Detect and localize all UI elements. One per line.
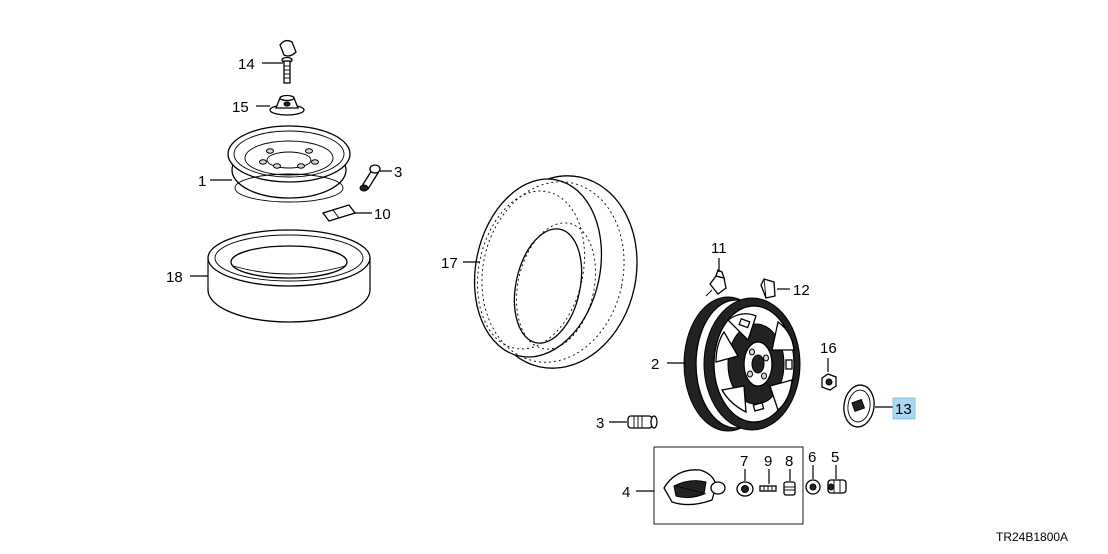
callout-13[interactable]: 13 <box>895 401 912 418</box>
callout-10[interactable]: 10 <box>374 206 391 223</box>
part-5-nut[interactable] <box>827 479 847 494</box>
part-12-weight[interactable] <box>760 278 776 299</box>
part-17-tire[interactable] <box>459 161 655 382</box>
callout-7[interactable]: 7 <box>740 453 748 470</box>
part-15-nut[interactable] <box>269 94 305 116</box>
callout-3-upper[interactable]: 3 <box>394 164 402 181</box>
part-16-lug-nut[interactable] <box>821 373 837 391</box>
callout-3-lower[interactable]: 3 <box>596 415 604 432</box>
callout-1[interactable]: 1 <box>198 173 206 190</box>
part-9-core[interactable] <box>759 485 777 492</box>
part-3-valve-lower[interactable] <box>627 415 658 429</box>
callout-4[interactable]: 4 <box>622 484 630 501</box>
callout-13-highlight <box>892 397 916 420</box>
callout-11[interactable]: 11 <box>711 240 727 257</box>
callout-2[interactable]: 2 <box>651 356 659 373</box>
part-13-center-cap[interactable] <box>841 383 877 429</box>
part-6-washer[interactable] <box>805 479 821 495</box>
callout-8[interactable]: 8 <box>785 453 793 470</box>
callout-18[interactable]: 18 <box>166 269 183 286</box>
part-18-spare-tire[interactable] <box>207 229 371 323</box>
callout-16[interactable]: 16 <box>820 340 837 357</box>
part-8-cap[interactable] <box>783 481 796 496</box>
part-1-spare-wheel[interactable] <box>227 125 351 203</box>
part-7-grommet[interactable] <box>736 481 754 497</box>
callout-5[interactable]: 5 <box>831 449 839 466</box>
callout-17[interactable]: 17 <box>441 255 458 272</box>
part-4-tpms-sensor[interactable] <box>663 469 726 506</box>
callout-9[interactable]: 9 <box>764 453 772 470</box>
callout-12[interactable]: 12 <box>793 282 810 299</box>
part-14-bolt[interactable] <box>279 39 297 84</box>
callout-15[interactable]: 15 <box>232 99 249 116</box>
callout-6[interactable]: 6 <box>808 449 816 466</box>
part-10-label[interactable] <box>321 204 357 222</box>
part-3-valve-upper[interactable] <box>359 164 381 192</box>
part-4-group-box <box>653 446 804 525</box>
callout-14[interactable]: 14 <box>238 56 255 73</box>
part-11-clip[interactable] <box>705 269 727 297</box>
part-2-wheel[interactable] <box>683 296 801 432</box>
diagram-code: TR24B1800A <box>996 530 1068 544</box>
